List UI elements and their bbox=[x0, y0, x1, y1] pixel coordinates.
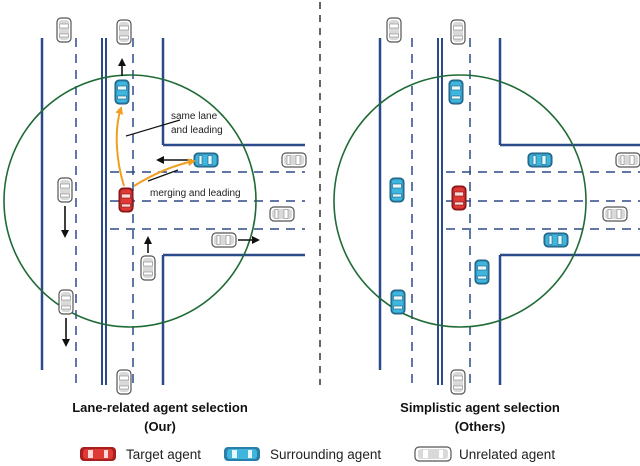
right-surround-car-bottom-left bbox=[390, 289, 406, 315]
left-caption-title: Lane-related agent selection bbox=[72, 400, 248, 415]
annotation-same-lane-2: and leading bbox=[171, 125, 223, 136]
legend-target-label: Target agent bbox=[126, 447, 201, 462]
left-road-network bbox=[40, 38, 305, 385]
right-caption: Simplistic agent selection (Others) bbox=[320, 398, 640, 436]
left-caption: Lane-related agent selection (Our) bbox=[0, 398, 320, 436]
right-unrelated-car-bottom bbox=[450, 369, 466, 395]
left-unrelated-car-bottom-left bbox=[58, 289, 74, 315]
annotation-same-lane-1: same lane bbox=[171, 111, 218, 122]
legend-unrelated-icon bbox=[414, 446, 452, 462]
right-surround-car-mid-left bbox=[389, 177, 405, 203]
right-cars bbox=[386, 17, 640, 395]
right-surround-car-bottom-right bbox=[474, 259, 490, 285]
right-selection-circle bbox=[333, 74, 587, 328]
left-unrelated-car-east-3 bbox=[211, 232, 237, 248]
left-unrelated-car-top-right bbox=[116, 19, 132, 45]
right-surround-car-east-2 bbox=[543, 232, 569, 248]
left-unrelated-car-bottom bbox=[116, 369, 132, 395]
left-merging-car bbox=[193, 152, 219, 168]
left-motion-arrows bbox=[61, 58, 260, 347]
left-unrelated-car-bottom-right bbox=[140, 255, 156, 281]
legend-unrelated-label: Unrelated agent bbox=[459, 447, 555, 462]
legend: Target agent Surrounding agent Unrelated… bbox=[80, 446, 555, 462]
left-target-car bbox=[118, 187, 134, 213]
right-caption-subtitle: (Others) bbox=[454, 419, 506, 434]
annotation-leaders bbox=[125, 119, 181, 182]
right-surround-car-east-1 bbox=[527, 152, 553, 168]
right-target-car bbox=[451, 185, 467, 211]
legend-target-icon bbox=[80, 447, 116, 461]
legend-surrounding-label: Surrounding agent bbox=[270, 447, 381, 462]
left-unrelated-car-mid-left bbox=[57, 177, 73, 203]
right-unrelated-car-top-right bbox=[450, 19, 466, 45]
left-selection-circle bbox=[3, 74, 257, 328]
right-unrelated-car-east-1 bbox=[615, 152, 640, 168]
left-cars bbox=[56, 17, 307, 395]
legend-surrounding-icon bbox=[224, 447, 260, 461]
right-surround-car-top bbox=[448, 79, 464, 105]
right-unrelated-car-east-2 bbox=[602, 206, 628, 222]
right-unrelated-car-top-left bbox=[386, 17, 402, 43]
left-unrelated-car-east-1 bbox=[281, 152, 307, 168]
left-relation-arrows bbox=[115, 106, 196, 187]
annotation-merging: merging and leading bbox=[150, 188, 241, 199]
right-road-network bbox=[378, 38, 640, 385]
left-caption-subtitle: (Our) bbox=[144, 419, 176, 434]
right-caption-title: Simplistic agent selection bbox=[400, 400, 560, 415]
left-unrelated-car-top-left bbox=[56, 17, 72, 43]
left-leading-car bbox=[114, 79, 130, 105]
left-unrelated-car-east-2 bbox=[269, 206, 295, 222]
